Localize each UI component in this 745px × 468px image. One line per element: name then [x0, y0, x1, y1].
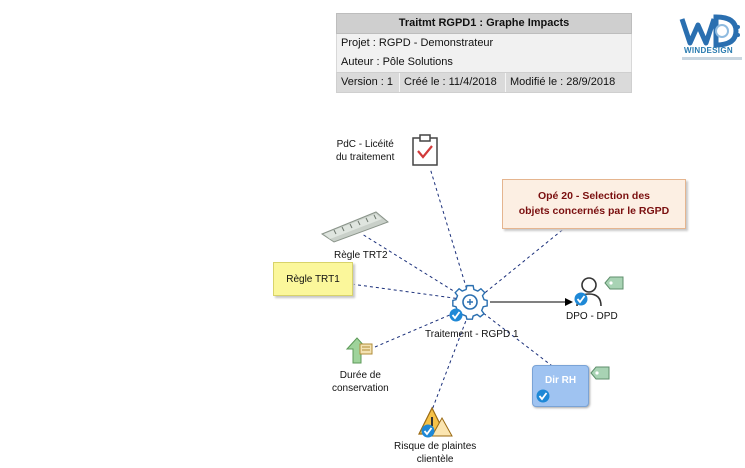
project-field: Projet : RGPD - Demonstrateur: [336, 34, 632, 53]
tag-icon: [604, 276, 624, 290]
check-badge-icon: [574, 292, 588, 306]
author-field: Auteur : Pôle Solutions: [336, 53, 632, 72]
ruler-icon: [320, 211, 389, 243]
regle-trt2-label: Règle TRT2: [334, 250, 388, 261]
link-pdc: [429, 167, 471, 301]
dir-rh-label: Dir RH: [545, 375, 577, 386]
logo-underline: [682, 57, 742, 60]
tag-icon: [590, 366, 610, 380]
duree-label: Durée de conservation: [332, 369, 389, 395]
check-badge-icon: [536, 389, 550, 403]
center-node-label: Traitement - RGPD 1: [425, 329, 519, 340]
risque-label-line1: Risque de plaintes: [394, 441, 477, 452]
pdc-label: PdC - Licéité du traitement: [336, 138, 394, 164]
pdc-label-line1: PdC - Licéité: [336, 139, 394, 150]
risque-label: Risque de plaintes clientèle: [394, 440, 476, 466]
diagram-info-box: Traitmt RGPD1 : Graphe Impacts Projet : …: [336, 13, 632, 93]
link-regle-trt1: [350, 283, 469, 301]
gear-icon[interactable]: [446, 282, 492, 324]
regle-trt1-box[interactable]: Règle TRT1: [273, 262, 353, 296]
link-dir-rh: [473, 305, 561, 373]
duree-label-line1: Durée de: [339, 370, 381, 381]
diagram-title: Traitmt RGPD1 : Graphe Impacts: [336, 13, 632, 34]
pdc-label-line2: du traitement: [336, 152, 395, 163]
check-badge-icon: [449, 308, 463, 322]
risque-label-line2: clientèle: [416, 454, 454, 465]
meta-row: Version : 1 Créé le : 11/4/2018 Modifié …: [336, 72, 632, 93]
operation-box[interactable]: Opé 20 - Selection des objets concernés …: [502, 179, 686, 229]
link-regle-trt2: [361, 233, 469, 301]
duree-label-line2: conservation: [332, 383, 389, 394]
windesign-logo: [679, 14, 740, 48]
clipboard-icon: [412, 134, 438, 166]
logo-text: WINDESIGN: [684, 46, 733, 55]
created-field: Créé le : 11/4/2018: [400, 73, 506, 92]
modified-field: Modifié le : 28/9/2018: [510, 76, 616, 88]
link-ope: [475, 226, 567, 301]
check-badge-icon: [421, 424, 435, 438]
retention-icon[interactable]: [343, 335, 375, 365]
link-risque: [431, 309, 471, 411]
operation-label-line1: Opé 20 - Selection des: [537, 190, 651, 202]
regle-trt1-label: Règle TRT1: [286, 273, 340, 285]
version-field: Version : 1: [337, 73, 400, 92]
operation-label-line2: objets concernés par le RGPD: [518, 205, 670, 217]
dpo-label: DPO - DPD: [566, 311, 618, 322]
